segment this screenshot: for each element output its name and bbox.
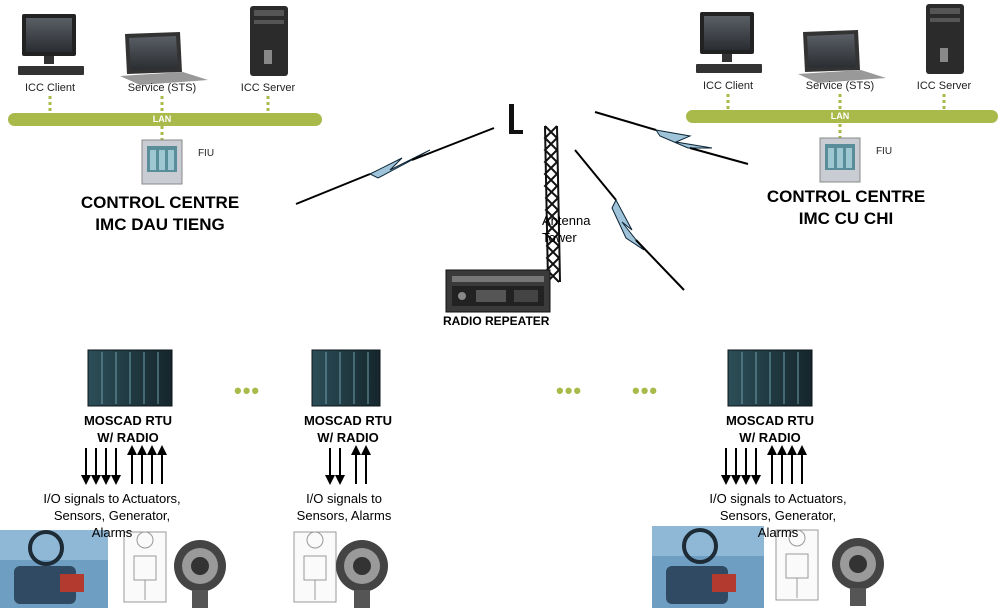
rtu-3-io-line1: I/O signals to Actuators,: [709, 491, 847, 506]
rtu-2-io-arrows: [325, 445, 371, 485]
left-actuator-photo: [0, 530, 108, 608]
right-fiu-label: FIU: [875, 146, 893, 157]
rtu-1-io-line3: Alarms: [91, 525, 133, 540]
left-lan-label: LAN: [152, 114, 172, 124]
right-lan-label: LAN: [830, 111, 850, 121]
left-icc-server-label: ICC Server: [240, 82, 296, 94]
left-icc-client-label: ICC Client: [24, 82, 76, 94]
rtu-1-label-line2: W/ RADIO: [97, 430, 159, 445]
right-lan-bus: [686, 110, 998, 123]
radio-link-right: [594, 111, 749, 165]
right-control-centre-line1: CONTROL CENTRE: [766, 187, 926, 206]
rtu-1-label-line1: MOSCAD RTU: [83, 413, 173, 428]
right-icc-server-tower: [926, 4, 964, 74]
rtu-1-io-label: I/O signals to Actuators, Sensors, Gener…: [43, 490, 180, 541]
left-fiu-label: FIU: [197, 148, 215, 159]
left-service-laptop: [120, 32, 208, 85]
rtu-3-label-line2: W/ RADIO: [739, 430, 801, 445]
middle-sensor-drawing: [293, 531, 337, 603]
right-transmitter-photo: [832, 538, 884, 606]
right-actuator-photo: [652, 526, 764, 608]
rtu-2-label-line1: MOSCAD RTU: [303, 413, 393, 428]
rtu-unit-2: [311, 349, 381, 407]
left-lan-bus: [8, 113, 322, 126]
left-icc-client-computer: [18, 14, 84, 75]
ellipsis-3: •••: [632, 378, 659, 403]
right-fiu-cabinet: [819, 137, 861, 183]
rtu-3-label-line1: MOSCAD RTU: [725, 413, 815, 428]
left-control-centre-line1: CONTROL CENTRE: [80, 193, 240, 212]
radio-repeater-label: RADIO REPEATER: [443, 314, 550, 328]
rtu-2-label: MOSCAD RTU W/ RADIO: [304, 412, 392, 446]
right-icc-client-label: ICC Client: [702, 80, 754, 92]
left-transmitter-photo: [174, 540, 226, 608]
right-icc-server-label: ICC Server: [916, 80, 972, 92]
antenna-tower-label-line1: Antenna: [542, 213, 591, 228]
rtu-3-io-line3: Alarms: [757, 525, 799, 540]
ellipsis-1: •••: [234, 378, 261, 403]
right-control-centre-line2: IMC CU CHI: [798, 209, 894, 228]
rtu-unit-1: [87, 349, 173, 407]
rtu-3-io-arrows: [721, 445, 807, 485]
middle-transmitter-photo: [336, 540, 388, 608]
right-service-label: Service (STS): [805, 80, 875, 92]
left-lan-drops: [48, 96, 270, 140]
antenna-tower: [543, 125, 561, 283]
rtu-1-io-line1: I/O signals to Actuators,: [43, 491, 181, 506]
left-icc-server-tower: [250, 6, 288, 76]
left-control-centre-line2: IMC DAU TIENG: [95, 215, 225, 234]
right-sensor-drawing: [775, 529, 819, 601]
rtu-2-io-label: I/O signals to Sensors, Alarms: [297, 490, 392, 524]
ellipsis-2: •••: [556, 378, 583, 403]
right-service-laptop: [798, 30, 886, 83]
radio-link-field: [574, 149, 685, 291]
left-control-centre-title: CONTROL CENTRE IMC DAU TIENG: [81, 192, 239, 236]
left-service-label: Service (STS): [127, 82, 197, 94]
radio-link-left: [295, 127, 495, 205]
rtu-3-label: MOSCAD RTU W/ RADIO: [726, 412, 814, 446]
right-control-centre-title: CONTROL CENTRE IMC CU CHI: [767, 186, 925, 230]
rtu-1-io-arrows: [81, 445, 167, 485]
rtu-1-label: MOSCAD RTU W/ RADIO: [84, 412, 172, 446]
rtu-2-io-line2: Sensors, Alarms: [296, 508, 392, 523]
rtu-2-io-line1: I/O signals to: [306, 491, 382, 506]
antenna-tower-label-line2: Tower: [542, 230, 577, 245]
antenna-icon: [509, 104, 523, 134]
antenna-tower-label: Antenna Tower: [542, 212, 590, 246]
rtu-3-io-line2: Sensors, Generator,: [719, 508, 837, 523]
rtu-2-label-line2: W/ RADIO: [317, 430, 379, 445]
rtu-3-io-label: I/O signals to Actuators, Sensors, Gener…: [709, 490, 846, 541]
right-icc-client-computer: [696, 12, 762, 73]
rtu-1-io-line2: Sensors, Generator,: [53, 508, 171, 523]
left-sensor-drawing: [123, 531, 167, 603]
radio-repeater-unit: [445, 269, 551, 313]
left-fiu-cabinet: [141, 139, 183, 185]
right-lan-drops: [726, 94, 946, 138]
rtu-unit-3: [727, 349, 813, 407]
